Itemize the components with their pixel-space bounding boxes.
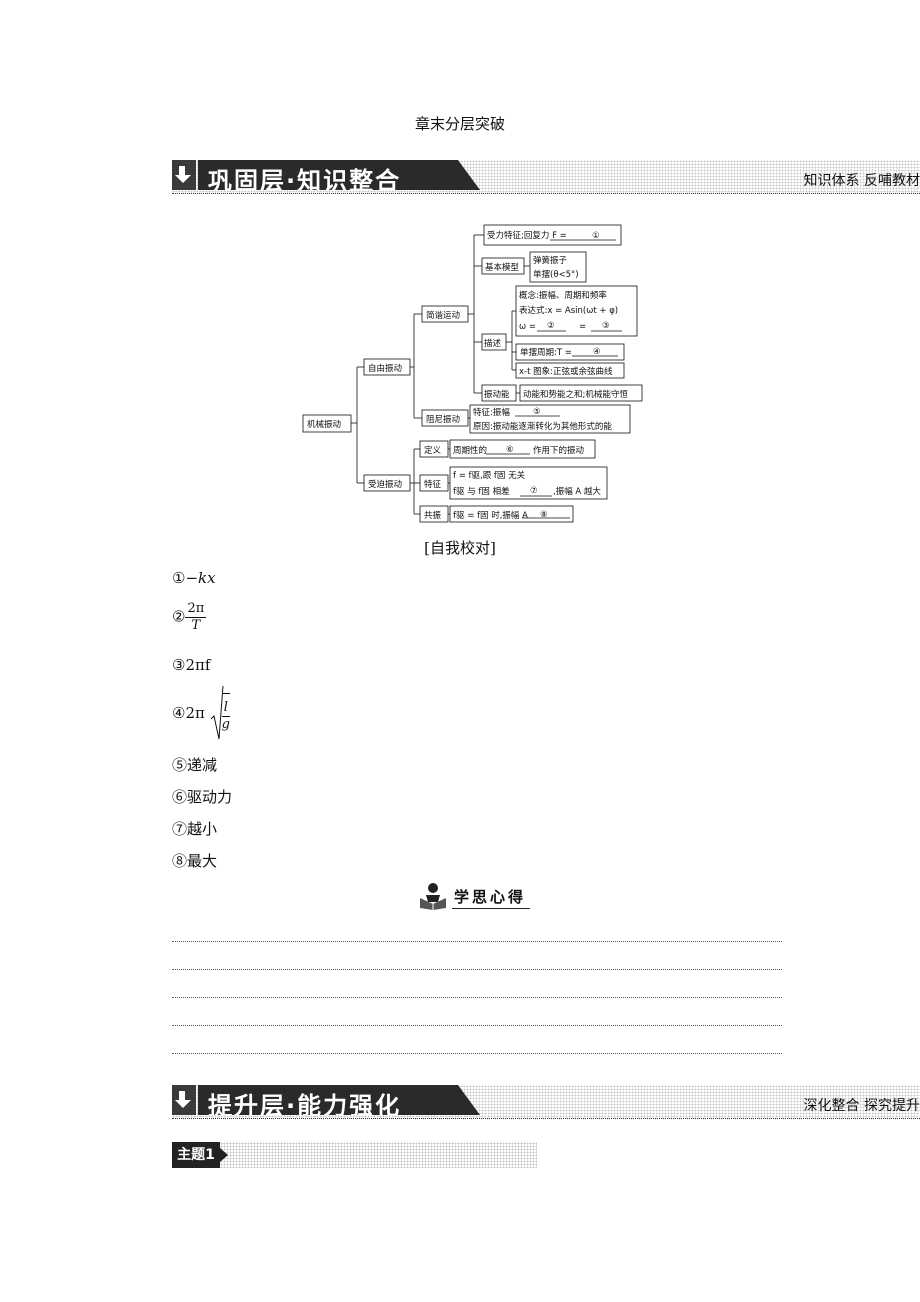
mm-res: 共振 <box>424 510 442 521</box>
mm-blank-4: ④ <box>593 347 601 357</box>
note-line[interactable] <box>172 969 782 970</box>
mm-blank-7: ⑦ <box>530 486 538 496</box>
mm-damp-2: 原因:振动能逐渐转化为其他形式的能 <box>473 421 612 432</box>
mm-desc-3b: = <box>579 322 586 332</box>
mm-feat-2b: ,振幅 A 越大 <box>553 486 601 497</box>
down-arrow-icon <box>172 1085 196 1115</box>
mm-feat-2a: f驱 与 f固 相差 <box>453 486 510 497</box>
mm-blank-2: ② <box>547 321 555 331</box>
mm-blank-5: ⑤ <box>533 407 541 417</box>
answer-1: ①−kx <box>172 569 216 587</box>
section-banner-improve: 提升层·能力强化 深化整合 探究提升 <box>172 1085 920 1125</box>
note-line[interactable] <box>172 941 782 942</box>
notes-title: 学思心得 <box>454 888 527 906</box>
mm-pendulum: 单摆周期:T = <box>520 347 572 358</box>
answers-title: [自我校对] <box>424 539 496 557</box>
mm-def-b: 作用下的振动 <box>533 445 585 456</box>
mm-forced: 受迫振动 <box>368 479 403 490</box>
down-arrow-icon <box>172 160 196 190</box>
section-subtitle: 知识体系 反哺教材 <box>803 173 920 189</box>
mm-desc-3a: ω = <box>519 322 536 332</box>
mm-feat-1: f = f驱,跟 f固 无关 <box>453 470 526 481</box>
mm-desc-2: 表达式:x = Asin(ωt + φ) <box>519 305 618 316</box>
sqrt-sign <box>210 685 224 740</box>
mm-damp-1: 特征:振幅 <box>473 407 510 418</box>
notes-heading: 学思心得 <box>418 882 530 912</box>
mm-damped: 阻尼振动 <box>426 414 461 425</box>
answer-7: ⑦越小 <box>172 820 218 838</box>
mm-describe: 描述 <box>484 338 502 349</box>
mm-root: 机械振动 <box>307 419 342 430</box>
mm-def-a: 周期性的 <box>453 445 487 456</box>
mm-def: 定义 <box>424 445 442 456</box>
mm-force: 受力特征;回复力 F = <box>487 230 567 241</box>
mm-desc-1: 概念:振幅、周期和频率 <box>519 290 607 301</box>
answer-3: ③2πf <box>172 656 211 674</box>
mm-blank-6: ⑥ <box>506 445 514 455</box>
mm-feat: 特征 <box>424 479 442 490</box>
topic-label: 主题1 <box>172 1142 220 1168</box>
mm-blank-8: ⑧ <box>540 510 548 520</box>
note-line[interactable] <box>172 1025 782 1026</box>
section-title: 巩固层·知识整合 <box>208 167 402 195</box>
note-line[interactable] <box>172 997 782 998</box>
mm-blank-3: ③ <box>602 321 610 331</box>
mm-blank-1: ① <box>592 231 600 241</box>
section-title: 提升层·能力强化 <box>208 1092 402 1120</box>
topic-bar: 主题1 <box>172 1142 537 1168</box>
mm-free: 自由振动 <box>368 363 403 374</box>
answer-5: ⑤递减 <box>172 756 218 774</box>
mm-energy: 振动能 <box>484 389 510 400</box>
mm-graph: x-t 图象:正弦或余弦曲线 <box>519 366 613 377</box>
note-line[interactable] <box>172 1053 782 1054</box>
section-subtitle: 深化整合 探究提升 <box>803 1098 920 1114</box>
reading-person-icon <box>420 883 446 910</box>
answer-8: ⑧最大 <box>172 852 218 870</box>
mind-map: 机械振动 自由振动 受迫振动 简谐运动 阻尼振动 受力特征;回复力 F = ① … <box>302 224 643 523</box>
mm-model: 基本模型 <box>485 262 520 273</box>
mm-model-b: 单摆(θ<5°) <box>533 269 579 280</box>
page-title: 章末分层突破 <box>414 115 505 133</box>
mm-shm: 简谐运动 <box>426 310 461 321</box>
mm-energy-desc: 动能和势能之和;机械能守恒 <box>523 389 628 400</box>
section-banner-consolidate: 巩固层·知识整合 知识体系 反哺教材 <box>172 160 920 200</box>
mm-model-a: 弹簧振子 <box>533 255 568 266</box>
answer-6: ⑥驱动力 <box>172 788 233 806</box>
mm-res-a: f驱 = f固 时,振幅 A <box>453 510 528 521</box>
